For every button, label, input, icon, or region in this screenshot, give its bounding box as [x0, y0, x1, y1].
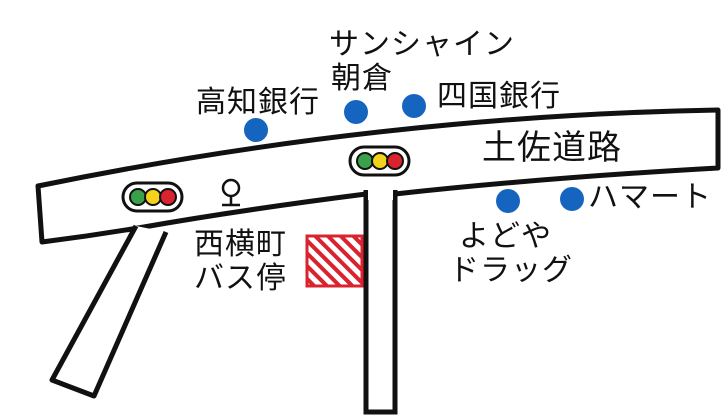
bus-stop-icon — [221, 178, 241, 207]
shikoku-bank-marker — [402, 94, 426, 118]
sunshine-asakura-label-line1: サンシャイン — [329, 27, 515, 62]
vertical-road — [363, 190, 398, 415]
hamart-label: ハマート — [588, 180, 712, 215]
diagonal-road — [49, 224, 169, 399]
yodoya-drug-marker — [496, 189, 520, 213]
traffic-signal-icon — [348, 145, 411, 177]
destination-hatch — [305, 234, 364, 288]
yodoya-drug-label-line2: ドラッグ — [449, 253, 573, 288]
hamart-marker — [560, 187, 584, 211]
sunshine-asakura-marker — [344, 100, 368, 124]
shikoku-bank-label: 四国銀行 — [437, 79, 561, 114]
yodoya-drug-label-line1: よどや — [459, 219, 552, 254]
traffic-signal-icon — [121, 181, 184, 213]
sunshine-asakura-label-line2: 朝倉 — [331, 61, 393, 96]
kochi-bank-label: 高知銀行 — [196, 85, 320, 120]
bus-stop-label-line1: 西横町 — [194, 227, 287, 262]
road-name-label: 土佐道路 — [482, 128, 622, 168]
bus-stop-label-line2: バス停 — [194, 261, 287, 296]
kochi-bank-marker — [244, 118, 268, 142]
